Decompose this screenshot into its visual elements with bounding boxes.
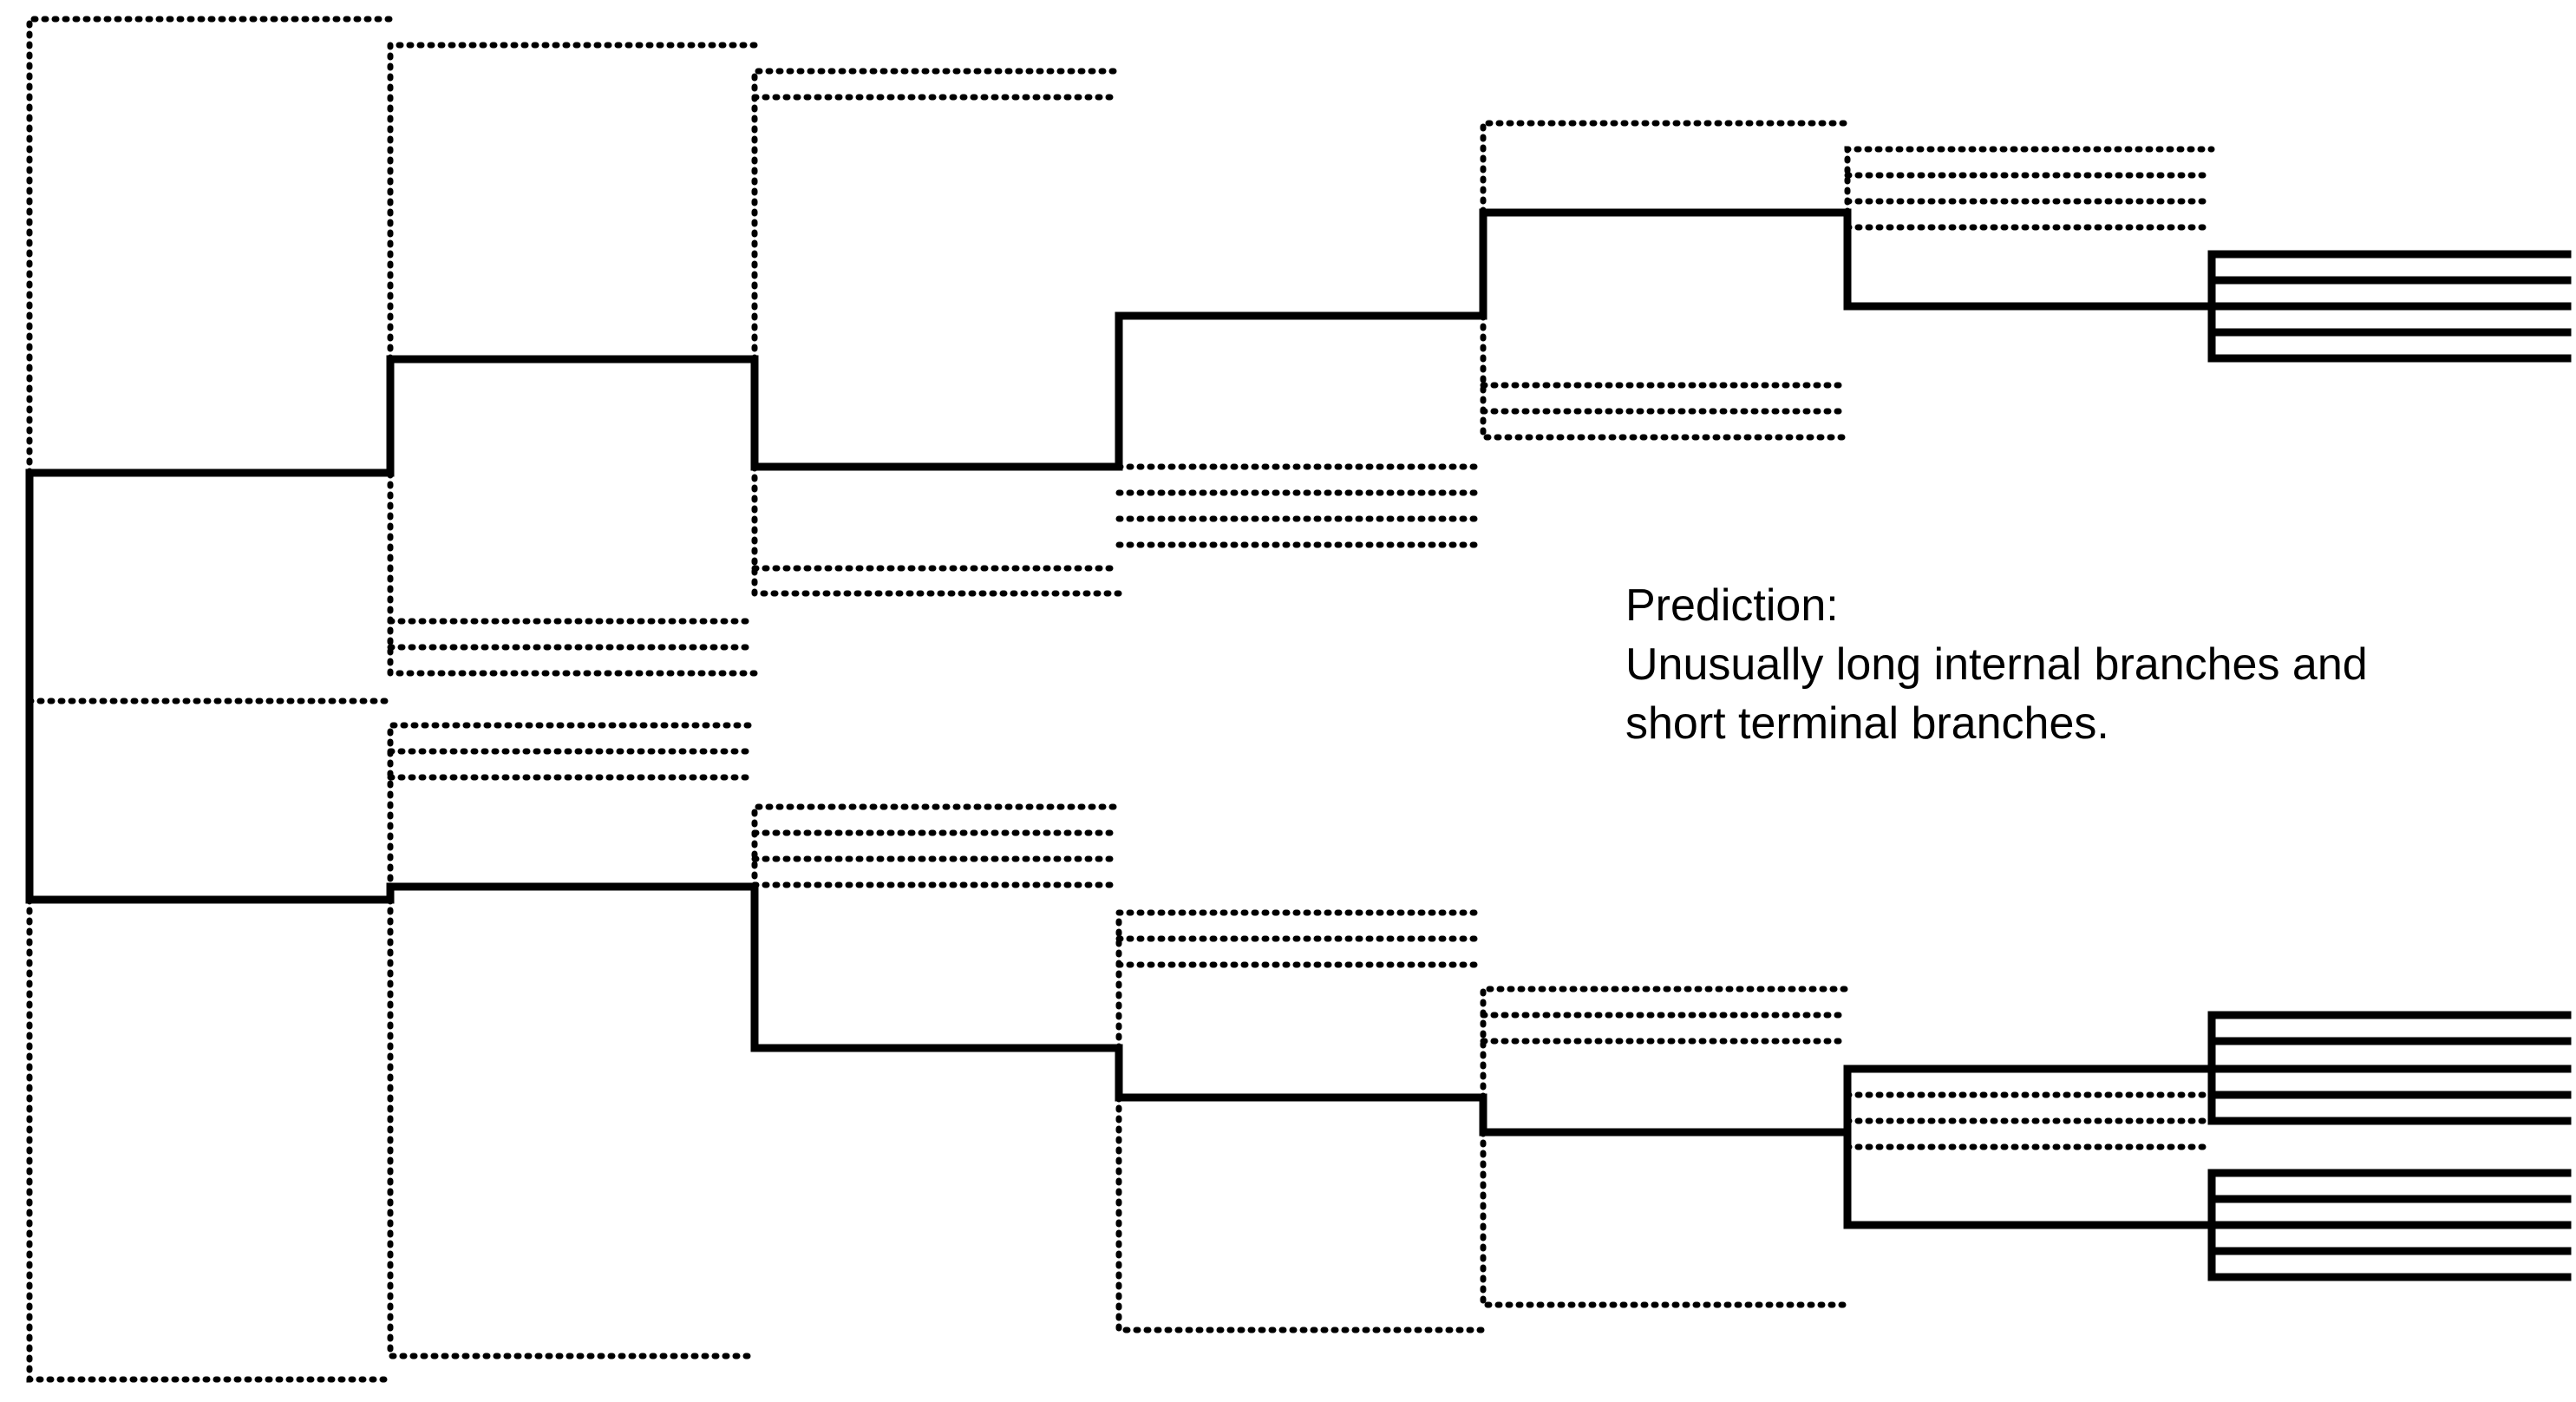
- root-bottom-extinct-branch: [26, 896, 394, 1383]
- upper-internal-branch: [386, 208, 2216, 477]
- prediction-heading: Prediction:: [1625, 580, 1839, 631]
- terminal-cluster-middle: [2207, 1011, 2572, 1125]
- root-top-extinct-branch: [26, 16, 394, 476]
- lower-internal-branch: [386, 882, 1852, 1137]
- l5-lower-extinct-top: [1480, 986, 1851, 1101]
- prediction-line-1: Unusually long internal branches and: [1625, 639, 2368, 690]
- l5-upper-extinct-top: [1480, 120, 1851, 319]
- prediction-annotation: Prediction: Unusually long internal bran…: [1625, 576, 2368, 753]
- solid-lineages: [25, 208, 2216, 1229]
- l4-lower-extinct-top: [1115, 909, 1487, 1052]
- dotted-lineages: [26, 16, 2215, 1383]
- prediction-line-2: short terminal branches.: [1625, 698, 2109, 749]
- terminal-cluster-bottom: [2207, 1169, 2572, 1281]
- l5-lower-extinct-bottom: [1480, 1129, 1851, 1308]
- l3-lower-extinct-top: [751, 803, 1122, 890]
- l3-upper-extinct-top: [751, 68, 1122, 363]
- l5-upper-extinct-bottom: [1480, 312, 1851, 441]
- terminal-cluster-top: [2207, 250, 2572, 363]
- l2-lower-extinct-bottom: [387, 896, 758, 1359]
- l2-upper-extinct-bottom: [387, 356, 758, 677]
- l6-upper-extinct-top: [1844, 146, 2215, 216]
- l2-lower-extinct-top: [387, 722, 758, 903]
- l2-upper-extinct-top: [387, 42, 758, 363]
- l3-upper-extinct-bottom: [751, 463, 1122, 597]
- l4-lower-extinct-bottom: [1115, 1094, 1487, 1333]
